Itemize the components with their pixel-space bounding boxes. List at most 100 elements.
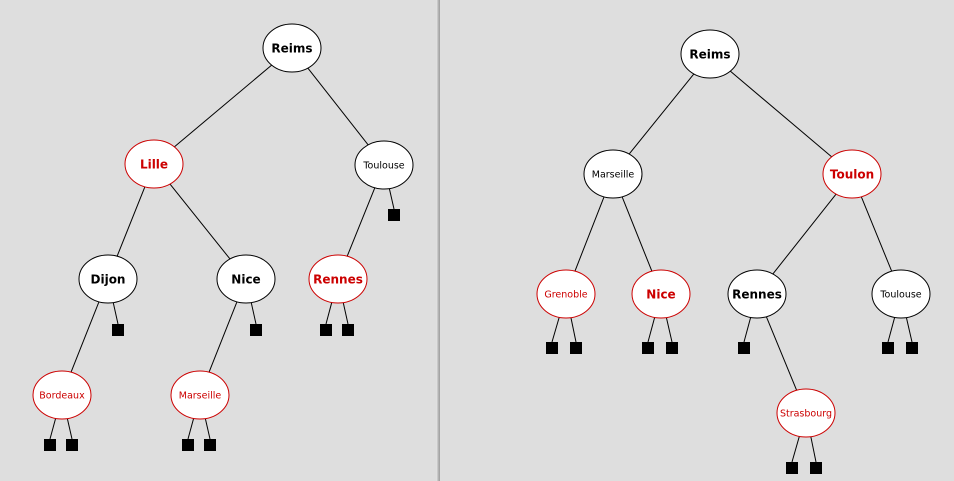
null-leaf-square bbox=[570, 342, 582, 354]
null-leaf-edge bbox=[791, 436, 800, 463]
node-label: Lille bbox=[140, 158, 168, 172]
tree-edge bbox=[70, 301, 100, 373]
edges-layer bbox=[70, 64, 893, 391]
node-ellipse bbox=[583, 149, 643, 199]
tree-node-rennes: Rennes bbox=[727, 269, 787, 319]
null-leaf-square bbox=[182, 439, 194, 451]
null-leaf-edge bbox=[342, 302, 349, 325]
null-leaf-edge bbox=[551, 317, 560, 343]
null-leaf-square bbox=[642, 342, 654, 354]
null-leaf-edge bbox=[665, 317, 673, 343]
node-ellipse bbox=[536, 269, 596, 319]
node-ellipse bbox=[170, 370, 230, 420]
null-leaf-square bbox=[66, 439, 78, 451]
tree-node-marseille: Marseille bbox=[170, 370, 230, 420]
node-label: Rennes bbox=[732, 288, 782, 302]
tree-node-nice: Nice bbox=[631, 269, 691, 319]
tree-edge bbox=[116, 186, 146, 257]
node-ellipse bbox=[871, 269, 931, 319]
node-ellipse bbox=[680, 29, 740, 79]
tree-edge bbox=[729, 70, 833, 158]
tree-node-strasbourg: Strasbourg bbox=[776, 388, 836, 438]
null-leaf-square bbox=[546, 342, 558, 354]
tree-edge bbox=[628, 73, 695, 155]
null-leaf-square bbox=[342, 324, 354, 336]
null-leaf-edge bbox=[112, 302, 119, 325]
node-ellipse bbox=[631, 269, 691, 319]
null-leaf-edge bbox=[887, 317, 896, 343]
node-label: Strasbourg bbox=[780, 409, 832, 420]
tree-node-marseille: Marseille bbox=[583, 149, 643, 199]
node-ellipse bbox=[216, 254, 276, 304]
node-ellipse bbox=[124, 139, 184, 189]
node-label: Toulouse bbox=[879, 290, 921, 301]
null-leaf-edge bbox=[743, 317, 752, 343]
tree-edge bbox=[765, 316, 798, 391]
tree-node-nice: Nice bbox=[216, 254, 276, 304]
tree-edge bbox=[174, 64, 272, 148]
node-label: Toulouse bbox=[362, 161, 404, 172]
tree-node-toulouse: Toulouse bbox=[354, 140, 414, 190]
null-leaf-edge bbox=[250, 302, 257, 325]
null-leaf-square bbox=[786, 462, 798, 474]
null-leaf-edge bbox=[49, 418, 57, 440]
tree-edge bbox=[574, 196, 605, 272]
null-leaves-layer bbox=[44, 188, 918, 474]
node-label: Nice bbox=[646, 288, 675, 302]
node-ellipse bbox=[727, 269, 787, 319]
null-leaf-square bbox=[320, 324, 332, 336]
null-leaf-edge bbox=[187, 418, 195, 440]
null-leaf-edge bbox=[325, 302, 333, 325]
tree-edge bbox=[307, 67, 369, 146]
tree-edge bbox=[169, 183, 231, 260]
node-label: Grenoble bbox=[544, 290, 587, 301]
node-ellipse bbox=[822, 149, 882, 199]
tree-node-rennes: Rennes bbox=[308, 254, 368, 304]
tree-node-toulon: Toulon bbox=[822, 149, 882, 199]
node-ellipse bbox=[776, 388, 836, 438]
node-label: Rennes bbox=[313, 273, 363, 287]
node-ellipse bbox=[32, 370, 92, 420]
null-leaf-square bbox=[666, 342, 678, 354]
node-label: Bordeaux bbox=[39, 391, 85, 402]
tree-edge bbox=[208, 301, 238, 373]
tree-node-bordeaux: Bordeaux bbox=[32, 370, 92, 420]
null-leaf-edge bbox=[570, 317, 577, 343]
node-label: Marseille bbox=[179, 391, 222, 402]
null-leaf-square bbox=[388, 209, 400, 221]
null-leaf-edge bbox=[647, 317, 656, 343]
tree-node-grenoble: Grenoble bbox=[536, 269, 596, 319]
tree-node-reims: Reims bbox=[262, 23, 322, 73]
node-label: Marseille bbox=[592, 170, 635, 181]
null-leaf-edge bbox=[905, 317, 913, 343]
tree-node-toulouse: Toulouse bbox=[871, 269, 931, 319]
node-ellipse bbox=[262, 23, 322, 73]
split-pane-divider[interactable] bbox=[436, 0, 440, 481]
tree-edge bbox=[860, 196, 893, 272]
tree-edge bbox=[772, 193, 837, 275]
tree-node-reims: Reims bbox=[680, 29, 740, 79]
null-leaf-edge bbox=[66, 418, 73, 440]
tree-edge bbox=[621, 196, 653, 272]
node-label: Toulon bbox=[830, 168, 874, 182]
node-ellipse bbox=[78, 254, 138, 304]
null-leaf-square bbox=[204, 439, 216, 451]
node-ellipse bbox=[308, 254, 368, 304]
node-label: Dijon bbox=[91, 273, 126, 287]
null-leaf-square bbox=[882, 342, 894, 354]
null-leaf-square bbox=[906, 342, 918, 354]
null-leaf-edge bbox=[204, 418, 211, 440]
null-leaf-square bbox=[738, 342, 750, 354]
null-leaf-square bbox=[250, 324, 262, 336]
null-leaf-square bbox=[112, 324, 124, 336]
tree-node-lille: Lille bbox=[124, 139, 184, 189]
null-leaf-square bbox=[44, 439, 56, 451]
node-label: Reims bbox=[689, 48, 730, 62]
node-ellipse bbox=[354, 140, 414, 190]
tree-node-dijon: Dijon bbox=[78, 254, 138, 304]
node-label: Reims bbox=[271, 42, 312, 56]
node-label: Nice bbox=[231, 273, 260, 287]
tree-edge bbox=[346, 187, 376, 257]
